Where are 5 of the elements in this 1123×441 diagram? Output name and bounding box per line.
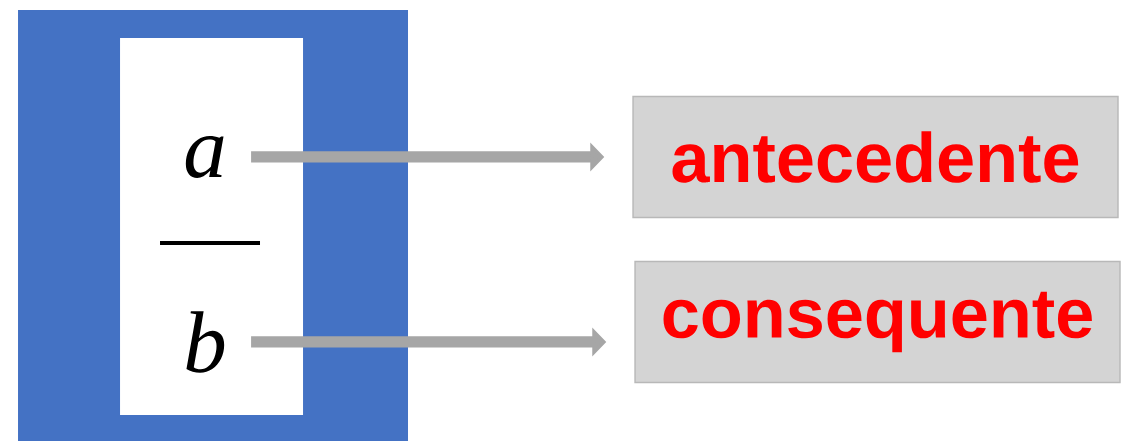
fraction-letter: a <box>185 136 224 178</box>
term-box: consequente <box>634 260 1121 384</box>
fraction-letter: b <box>186 311 225 373</box>
term-box: antecedente <box>632 95 1119 219</box>
fraction-card <box>120 37 304 415</box>
